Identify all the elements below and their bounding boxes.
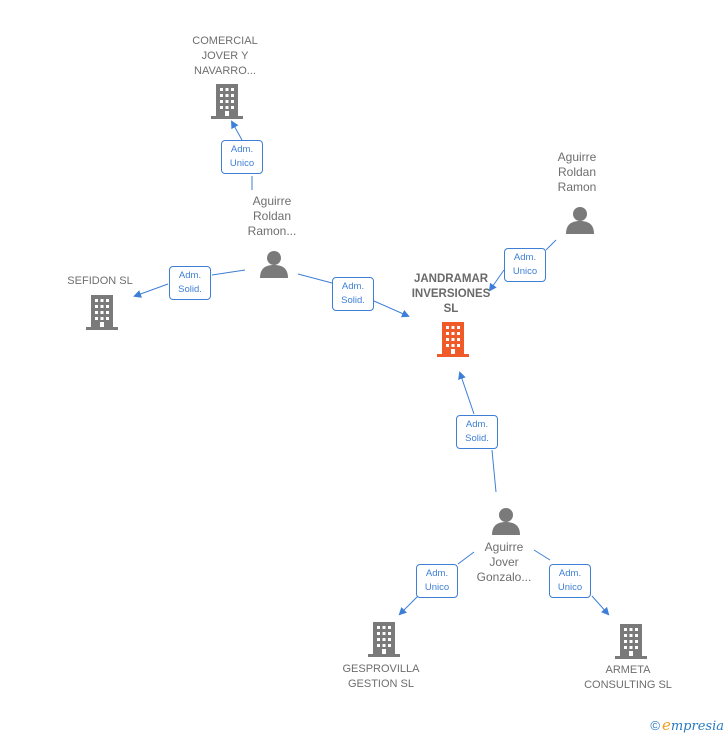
- person-icon-aguirre-roldan-2[interactable]: [566, 207, 594, 234]
- building-icon-jandramar[interactable]: [437, 322, 469, 357]
- relation-line1: Adm.: [425, 568, 449, 579]
- node-label-comercial[interactable]: COMERCIAL JOVER Y NAVARRO...: [192, 35, 258, 77]
- person-icon-aguirre-roldan-1[interactable]: [260, 251, 288, 278]
- relation-line1: Adm.: [341, 281, 365, 292]
- node-label-gesprovilla[interactable]: GESPROVILLA GESTION SL: [342, 663, 420, 690]
- brand-name: mpresia: [670, 719, 724, 734]
- edge-aguirre1-comercial: [232, 122, 253, 190]
- relation-badge-adm-unico: Adm. Unico: [221, 140, 263, 174]
- relation-badge-adm-unico: Adm. Unico: [549, 564, 591, 598]
- brand-logo: ©empresia: [650, 716, 724, 734]
- building-icon-comercial[interactable]: [211, 84, 243, 119]
- relation-line2: Unico: [424, 582, 450, 593]
- copyright-symbol: ©: [650, 718, 660, 733]
- relation-badge-adm-solid: Adm. Solid.: [456, 415, 498, 449]
- node-label-armeta[interactable]: ARMETA CONSULTING SL: [584, 664, 672, 691]
- building-icon-gesprovilla[interactable]: [368, 622, 400, 657]
- edge-aguirrejover-armeta: [533, 549, 608, 614]
- building-icon-sefidon[interactable]: [86, 295, 118, 330]
- edge-aguirrejover-gesprovilla: [400, 551, 475, 614]
- relation-line1: Adm.: [513, 252, 537, 263]
- edge-aguirre1-sefidon: [135, 269, 246, 296]
- node-label-sefidon[interactable]: SEFIDON SL: [67, 275, 133, 287]
- relation-line1: Adm.: [230, 144, 254, 155]
- relation-line1: Adm.: [465, 419, 489, 430]
- relation-line2: Unico: [512, 266, 538, 277]
- node-label-jandramar[interactable]: JANDRAMAR INVERSIONES SL: [411, 273, 491, 315]
- relation-line2: Unico: [557, 582, 583, 593]
- node-label-aguirre-jover[interactable]: Aguirre Jover Gonzalo...: [476, 540, 532, 584]
- relation-line1: Adm.: [558, 568, 582, 579]
- relation-line2: Solid.: [341, 295, 365, 306]
- brand-e: e: [661, 716, 671, 734]
- node-label-aguirre-roldan-2[interactable]: Aguirre Roldan Ramon: [557, 150, 597, 194]
- building-icon-armeta[interactable]: [615, 624, 647, 659]
- relation-line2: Solid.: [465, 433, 489, 444]
- edge-aguirrejover-jandramar: [460, 373, 497, 493]
- node-label-aguirre-roldan-1[interactable]: Aguirre Roldan Ramon...: [247, 194, 297, 238]
- edge-aguirre1-jandramar: [297, 273, 408, 316]
- person-icon-aguirre-jover[interactable]: [492, 508, 520, 535]
- relation-line2: Solid.: [178, 284, 202, 295]
- relation-badge-adm-solid: Adm. Solid.: [332, 277, 374, 311]
- relation-badge-adm-solid: Adm. Solid.: [169, 266, 211, 300]
- edge-aguirre2-jandramar: [490, 239, 557, 290]
- relation-badge-adm-unico: Adm. Unico: [416, 564, 458, 598]
- relation-line2: Unico: [229, 158, 255, 169]
- relation-badge-adm-unico: Adm. Unico: [504, 248, 546, 282]
- relation-line1: Adm.: [178, 270, 202, 281]
